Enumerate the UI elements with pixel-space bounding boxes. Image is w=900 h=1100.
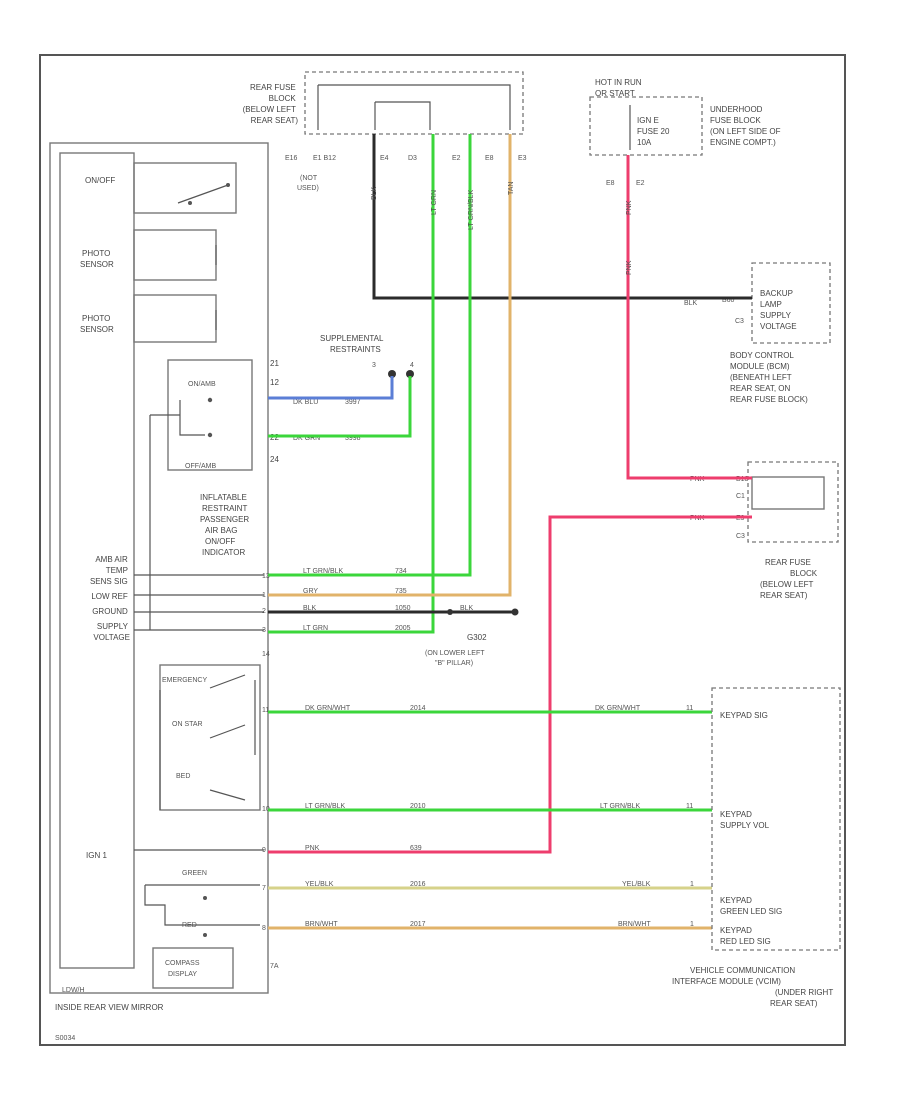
svg-text:YEL/BLK: YEL/BLK	[622, 881, 651, 888]
svg-text:11 10 9 7: 11 10 9 7 8	[262, 707, 272, 932]
inside-rear-view-mirror: ON/OFF PHOTO SENSOR PHOTO SENSOR ON/AMB …	[49, 142, 281, 1012]
svg-text:LT GRN/BLK: LT GRN/BLK	[468, 189, 475, 230]
svg-text:REAR FUSE BLOCK (B: REAR FUSE BLOCK (BELOW LEFT REAR SEAT)	[243, 83, 299, 125]
svg-text:COMPASS DISPLAY: COMPASS DISPLAY	[165, 960, 201, 978]
underhood-fuse-block: HOT IN RUN OR START IGN E FUSE 20 10A UN…	[589, 78, 783, 187]
svg-text:BLK: BLK	[684, 300, 698, 307]
svg-text:GREEN: GREEN	[182, 870, 207, 877]
svg-text:LT GRN: LT GRN	[431, 190, 438, 215]
footer-code: S0034	[55, 1035, 75, 1042]
svg-text:AMB AIR TEMP SENS: AMB AIR TEMP SENS SIG LOW REF GROUND SUP…	[90, 555, 130, 642]
rear-fuse-block-top: REAR FUSE BLOCK (BELOW LEFT REAR SEAT) E…	[243, 71, 527, 192]
svg-text:PNK: PNK	[626, 260, 633, 275]
outer-frame	[39, 54, 846, 1046]
svg-text:2017: 2017	[410, 921, 426, 928]
svg-text:EMERGENCY: EMERGENCY	[162, 677, 207, 684]
top-wire-labels: BLK LT GRN LT GRN/BLK TAN PNK PNK	[371, 182, 633, 275]
svg-text:OR START: OR START	[595, 89, 635, 98]
svg-text:(NOT USED): (NOT USED)	[297, 175, 319, 192]
wire-tan	[268, 134, 512, 597]
svg-text:BED: BED	[176, 773, 190, 780]
svg-text:DK GRN/WHT: DK GRN/WHT	[595, 705, 641, 712]
wire-pnk-ign	[268, 515, 752, 854]
svg-text:13 1 2 3: 13 1 2 3 14	[262, 573, 272, 658]
svg-text:IGN E FUSE 20 10A: IGN E FUSE 20 10A	[637, 116, 672, 147]
svg-text:BODY CONTROL MODULE (BCM: BODY CONTROL MODULE (BCM) (BENEATH LEFT …	[730, 351, 808, 404]
svg-text:2005: 2005	[395, 625, 411, 632]
svg-text:7A: 7A	[270, 963, 279, 970]
supplemental-restraints: SUPPLEMENTAL RESTRAINTS 3 4 DK BLU 3997 …	[293, 334, 414, 442]
svg-text:BRN/WHT: BRN/WHT	[305, 921, 338, 928]
keypad-wire-labels: DK GRN/WHT 2014 DK GRN/WHT 11 LT GRN/BLK…	[305, 705, 694, 928]
svg-text:DK GRN/WHT: DK GRN/WHT	[305, 705, 351, 712]
svg-text:LDW/H: LDW/H	[62, 987, 85, 994]
svg-text:LT GRN/BLK: LT GRN/BLK	[600, 803, 641, 810]
svg-text:2016: 2016	[410, 881, 426, 888]
svg-text:BLK: BLK	[460, 605, 474, 612]
svg-text:INFLATABLE RESTRAINT: INFLATABLE RESTRAINT PASSENGER AIR BAG O…	[200, 493, 251, 557]
svg-text:21 12 22 24: 21 12 22 24	[270, 359, 281, 464]
vcim-module: KEYPAD SIG KEYPAD SUPPLY VOL KEYPAD GREE…	[672, 687, 841, 1008]
svg-text:SUPPLEMENTAL RESTRAINTS: SUPPLEMENTAL RESTRAINTS	[320, 334, 385, 354]
svg-text:3 4: 3 4	[372, 362, 414, 369]
svg-text:E8 E2: E8 E2	[606, 180, 645, 187]
svg-text:1050: 1050	[395, 605, 411, 612]
wires	[268, 134, 752, 930]
svg-text:ON STAR: ON STAR	[172, 721, 203, 728]
svg-text:BACKUP LAMP SUPPLY: BACKUP LAMP SUPPLY VOLTAGE	[760, 289, 797, 331]
svg-text:DK BLU 3997 DK GRN: DK BLU 3997 DK GRN 3998	[293, 399, 363, 442]
wire-dk-grn	[268, 376, 412, 438]
svg-text:11: 11	[686, 803, 693, 810]
svg-text:734: 734	[395, 568, 407, 575]
svg-text:11: 11	[686, 705, 693, 712]
svg-text:VEHICLE COMMUNICATION IN: VEHICLE COMMUNICATION INTERFACE MODULE (…	[672, 966, 835, 1008]
wire-pnk-fuse	[626, 155, 752, 480]
svg-text:1: 1	[690, 921, 694, 928]
mid-wire-labels: LT GRN/BLK 734 GRY 735 BLK 1050 LT GRN 2…	[303, 568, 411, 632]
svg-text:BLK: BLK	[303, 605, 317, 612]
svg-text:LT GRN/BLK: LT GRN/BLK	[303, 568, 344, 575]
svg-text:639: 639	[410, 845, 422, 852]
svg-text:LT GRN/BLK: LT GRN/BLK	[305, 803, 346, 810]
svg-text:1: 1	[690, 881, 694, 888]
svg-text:KEYPAD SIG KEYPAD: KEYPAD SIG KEYPAD SUPPLY VOL KEYPAD GREE…	[720, 711, 784, 946]
svg-text:ON/AMB: ON/AMB	[188, 381, 216, 388]
svg-text:BLK: BLK	[371, 186, 378, 200]
svg-text:2010: 2010	[410, 803, 426, 810]
svg-text:IGN 1: IGN 1	[86, 851, 107, 860]
svg-text:735: 735	[395, 588, 407, 595]
wire-dk-blu	[268, 376, 394, 400]
svg-text:2014: 2014	[410, 705, 426, 712]
svg-text:C3: C3	[735, 318, 744, 325]
wire-lt-grn	[268, 134, 435, 634]
body-control-module: BACKUP LAMP SUPPLY VOLTAGE C3 BLK B60 BO…	[684, 262, 831, 404]
top-pin-labels: E16 E1 B12 E4 D3 E2 E8 E3	[285, 155, 527, 162]
svg-text:YEL/BLK: YEL/BLK	[305, 881, 334, 888]
svg-text:ON/OFF PHOTO SENSO: ON/OFF PHOTO SENSOR PHOTO SENSOR	[80, 176, 117, 334]
svg-text:G302: G302	[467, 633, 487, 642]
svg-text:PNK: PNK	[305, 845, 320, 852]
svg-text:B60: B60	[722, 297, 735, 304]
svg-text:PNK: PNK	[626, 200, 633, 215]
svg-text:(ON LOWER LEFT "B" PILLA: (ON LOWER LEFT "B" PILLAR)	[425, 650, 486, 667]
svg-text:UNDERHOOD FUSE BLOCK: UNDERHOOD FUSE BLOCK (ON LEFT SIDE OF EN…	[710, 105, 783, 147]
wire-black-backup	[372, 134, 752, 300]
svg-text:INSIDE REAR VIEW MIRROR: INSIDE REAR VIEW MIRROR	[55, 1003, 164, 1012]
svg-text:LT GRN: LT GRN	[303, 625, 328, 632]
svg-text:BRN/WHT: BRN/WHT	[618, 921, 651, 928]
svg-text:OFF/AMB: OFF/AMB	[185, 463, 216, 470]
svg-text:GRY: GRY	[303, 588, 318, 595]
ground-g302: BLK G302 (ON LOWER LEFT "B" PILLAR)	[425, 605, 519, 667]
wire-lt-grn-blk	[268, 134, 472, 577]
rear-fuse-block-right: PNK PNK B13 C1 E9 C3 REAR FUSE BLOCK (BE…	[690, 461, 839, 600]
svg-text:HOT IN RUN: HOT IN RUN	[595, 78, 642, 87]
svg-text:REAR FUSE BLOCK (B: REAR FUSE BLOCK (BELOW LEFT REAR SEAT)	[760, 558, 819, 600]
svg-text:TAN: TAN	[508, 182, 515, 195]
